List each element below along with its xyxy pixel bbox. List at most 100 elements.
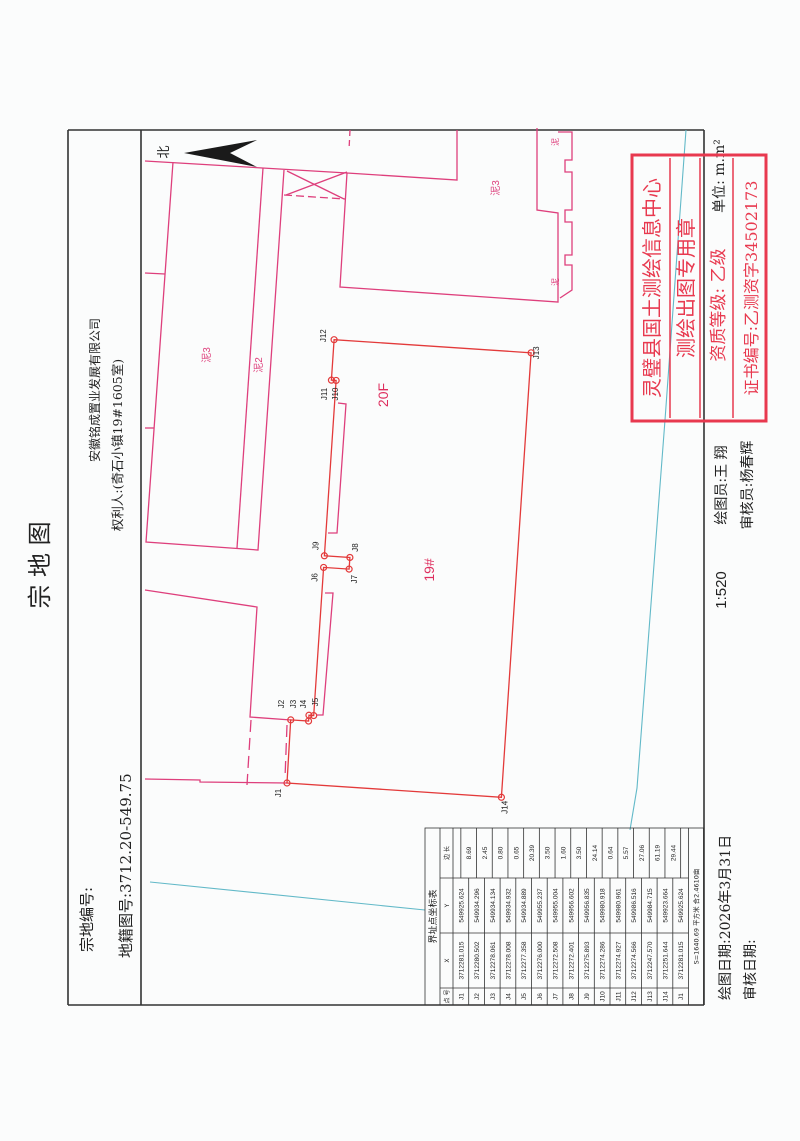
table-title: 界址点坐标表 bbox=[427, 889, 439, 943]
length-cell: 20.39 bbox=[529, 844, 536, 861]
label-small-top: 泥 bbox=[551, 138, 560, 146]
point-cell: J9 bbox=[584, 993, 591, 1000]
map-frame bbox=[67, 129, 705, 1006]
boundary-point-marker bbox=[330, 336, 338, 344]
boundary-point-marker bbox=[497, 793, 506, 801]
parcel-boundary bbox=[286, 339, 532, 798]
boundary-point-marker bbox=[527, 349, 535, 357]
north-arrow: 北 bbox=[157, 140, 257, 167]
point-cell: J14 bbox=[662, 991, 669, 1002]
length-cell: 8.69 bbox=[466, 846, 473, 859]
x-cell: 3712247.570 bbox=[647, 941, 654, 979]
north-arrow-icon bbox=[184, 140, 257, 167]
x-cell: 3712275.893 bbox=[584, 941, 591, 979]
x-cell: 3712278.008 bbox=[505, 941, 512, 979]
length-cell: 0.80 bbox=[498, 846, 505, 859]
boundary-point-label: J3 bbox=[289, 699, 298, 708]
point-cell: J2 bbox=[474, 993, 481, 1000]
point-cell: J3 bbox=[490, 993, 497, 1000]
x-cell: 3712272.508 bbox=[553, 941, 560, 979]
x-cell: 3712274.286 bbox=[600, 941, 607, 979]
point-cell: J8 bbox=[568, 993, 575, 1000]
x-cell: 3712280.502 bbox=[474, 941, 481, 979]
page-title: 宗 地 图 bbox=[26, 521, 54, 608]
boundary-point-marker bbox=[283, 779, 291, 787]
length-cell: 61.19 bbox=[655, 844, 662, 861]
boundary-point-label: J6 bbox=[311, 573, 320, 582]
y-cell: 549934.134 bbox=[490, 888, 497, 923]
table-row: J3 3712278.061 549934.134 0.80 bbox=[490, 846, 505, 1000]
boundary-point-label: J10 bbox=[331, 387, 340, 400]
boundary-cyan-lines bbox=[149, 129, 687, 911]
review-date: 审核日期: bbox=[743, 939, 759, 1000]
x-cell: 3712274.566 bbox=[631, 941, 638, 979]
point-cell: J5 bbox=[521, 993, 528, 1000]
length-cell: 2.45 bbox=[482, 846, 489, 859]
label-road: 泥2 bbox=[252, 357, 265, 373]
table-header-cell: X bbox=[444, 958, 451, 962]
point-cell: J7 bbox=[553, 993, 560, 1000]
map-number: 地籍图号:3712.20-549.75 bbox=[117, 773, 135, 958]
stamp-line-3: 资质等级: 乙级 bbox=[709, 248, 729, 361]
boundary-point-label: J12 bbox=[319, 329, 328, 342]
length-cell: 3.50 bbox=[576, 846, 583, 859]
y-cell: 549925.624 bbox=[678, 888, 685, 923]
length-cell: 24.14 bbox=[592, 844, 599, 861]
point-cell: J6 bbox=[537, 993, 544, 1000]
y-cell: 549956.602 bbox=[568, 888, 575, 923]
point-cell: J12 bbox=[631, 991, 638, 1002]
signatures: 绘图员:王 翔 审核员:杨春辉 bbox=[714, 441, 756, 530]
boundary-point-label: J8 bbox=[351, 543, 360, 552]
boundary-point-marker bbox=[345, 565, 353, 573]
stamp-line-4: 证书编号:乙测资字34502173 bbox=[742, 181, 761, 396]
draw-date: 绘图日期:2026年3月31日 bbox=[718, 835, 734, 1000]
boundary-point-label: J9 bbox=[311, 541, 320, 550]
length-cell: 29.44 bbox=[670, 844, 677, 861]
table-header-cell: 点 号 bbox=[443, 990, 451, 1004]
table-row: J6 3712276.000 549955.237 3.50 bbox=[537, 846, 552, 1000]
label-block-right: 泥3 bbox=[489, 180, 502, 196]
boundary-point-label: J5 bbox=[311, 697, 320, 706]
point-cell: J10 bbox=[600, 991, 607, 1002]
north-label: 北 bbox=[157, 145, 172, 158]
y-cell: 549984.715 bbox=[647, 888, 654, 923]
length-cell: 0.65 bbox=[513, 846, 520, 859]
length-cell: 3.50 bbox=[545, 846, 552, 859]
reviewer-name: 审核员:杨春辉 bbox=[740, 441, 756, 530]
boundary-point-label: J7 bbox=[350, 574, 359, 583]
point-cell: J11 bbox=[615, 991, 622, 1001]
boundary-point-label: J11 bbox=[320, 387, 329, 400]
y-cell: 549956.835 bbox=[584, 888, 591, 923]
x-cell: 3712276.000 bbox=[537, 941, 544, 979]
x-cell: 3712277.358 bbox=[521, 941, 528, 979]
x-cell: 3712281.015 bbox=[678, 941, 685, 979]
length-cell: 1.60 bbox=[560, 846, 567, 859]
boundary-point-label: J14 bbox=[500, 800, 509, 813]
parcel-number-label: 宗地编号: bbox=[78, 887, 96, 952]
boundary-point-marker bbox=[287, 716, 295, 724]
drawer-name: 绘图员:王 翔 bbox=[714, 445, 730, 524]
y-cell: 549955.237 bbox=[537, 888, 544, 923]
label-building: 19# bbox=[421, 558, 437, 582]
point-cell: J13 bbox=[647, 991, 654, 1002]
boundary-point-label: J4 bbox=[299, 699, 308, 708]
boundary-point-marker bbox=[327, 376, 336, 384]
x-cell: 3712278.061 bbox=[490, 941, 497, 979]
boundary-point-marker bbox=[332, 376, 340, 385]
boundary-point-label: J1 bbox=[274, 788, 283, 797]
point-cell: J4 bbox=[505, 993, 512, 1000]
label-floors: 20F bbox=[375, 383, 391, 407]
y-cell: 549934.932 bbox=[505, 888, 512, 923]
length-cell: 5.57 bbox=[623, 846, 630, 859]
scale-label: 1:520 bbox=[713, 571, 730, 609]
